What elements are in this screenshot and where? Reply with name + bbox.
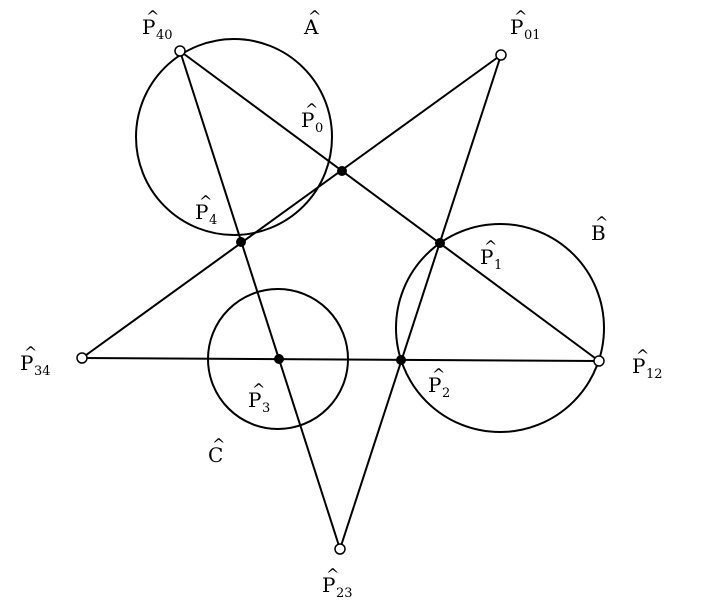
- svg-text:^: ^: [636, 346, 649, 365]
- svg-text:01: 01: [524, 28, 541, 43]
- svg-text:P: P: [301, 108, 314, 132]
- svg-text:P: P: [20, 351, 33, 375]
- label-p3: ^ P 3: [248, 380, 270, 416]
- label-p1: ^ P 1: [480, 237, 502, 273]
- point-p01: [495, 49, 507, 61]
- point-p40: [174, 45, 186, 57]
- line-p34-p12: [81, 357, 600, 362]
- svg-text:0: 0: [315, 121, 323, 136]
- point-p12: [593, 355, 605, 367]
- circle-a: [135, 38, 333, 236]
- svg-text:3: 3: [262, 401, 270, 416]
- svg-text:^: ^: [212, 435, 225, 454]
- svg-text:23: 23: [336, 586, 353, 601]
- svg-text:40: 40: [156, 28, 173, 43]
- label-p0: ^ P 0: [301, 100, 323, 136]
- label-p23: ^ P 23: [322, 565, 353, 601]
- svg-text:^: ^: [199, 192, 212, 211]
- svg-text:^: ^: [305, 100, 318, 119]
- label-p40: ^ P 40: [142, 7, 173, 43]
- svg-text:C: C: [208, 443, 223, 467]
- svg-text:B: B: [591, 221, 606, 245]
- svg-text:A: A: [303, 15, 319, 39]
- circles: [135, 38, 605, 433]
- label-c: ^ C: [208, 435, 225, 467]
- svg-text:2: 2: [442, 386, 450, 401]
- label-p2: ^ P 2: [428, 365, 450, 401]
- point-p3: [274, 354, 284, 364]
- svg-text:P: P: [510, 15, 523, 39]
- label-p01: ^ P 01: [510, 7, 541, 43]
- svg-text:^: ^: [514, 7, 527, 26]
- svg-text:P: P: [195, 200, 208, 224]
- point-p23: [334, 543, 346, 555]
- pentagram-lines: [81, 50, 600, 550]
- svg-text:P: P: [322, 573, 335, 597]
- label-p34: ^ P 34: [20, 343, 51, 379]
- line-p40-p23: [179, 50, 341, 550]
- svg-text:^: ^: [595, 213, 608, 232]
- line-p01-p23: [339, 54, 502, 550]
- svg-text:P: P: [142, 15, 155, 39]
- svg-text:^: ^: [24, 343, 37, 362]
- svg-text:^: ^: [146, 7, 159, 26]
- svg-text:^: ^: [308, 7, 321, 26]
- svg-text:34: 34: [34, 364, 51, 379]
- point-p1: [435, 238, 445, 248]
- point-p0: [337, 166, 347, 176]
- label-p12: ^ P 12: [632, 346, 663, 382]
- open-points: [76, 45, 605, 555]
- filled-points: [236, 166, 445, 365]
- svg-text:^: ^: [252, 380, 265, 399]
- point-p4: [236, 237, 246, 247]
- svg-text:P: P: [480, 245, 493, 269]
- svg-text:12: 12: [646, 367, 663, 382]
- svg-text:P: P: [428, 373, 441, 397]
- svg-text:4: 4: [209, 213, 217, 228]
- label-a: ^ A: [303, 7, 321, 39]
- line-p01-p34: [81, 54, 502, 359]
- svg-text:P: P: [248, 388, 261, 412]
- label-b: ^ B: [591, 213, 608, 245]
- circle-b: [395, 223, 605, 433]
- label-p4: ^ P 4: [195, 192, 217, 228]
- point-p34: [76, 352, 88, 364]
- svg-text:P: P: [632, 354, 645, 378]
- svg-text:^: ^: [326, 565, 339, 584]
- svg-text:^: ^: [484, 237, 497, 256]
- svg-text:1: 1: [494, 258, 502, 273]
- labels: ^ P 40 ^ A ^ P 01 ^ P 0 ^ P 4 ^ B ^ P: [20, 7, 663, 601]
- svg-text:^: ^: [432, 365, 445, 384]
- line-p40-p12: [179, 50, 600, 362]
- point-p2: [396, 355, 406, 365]
